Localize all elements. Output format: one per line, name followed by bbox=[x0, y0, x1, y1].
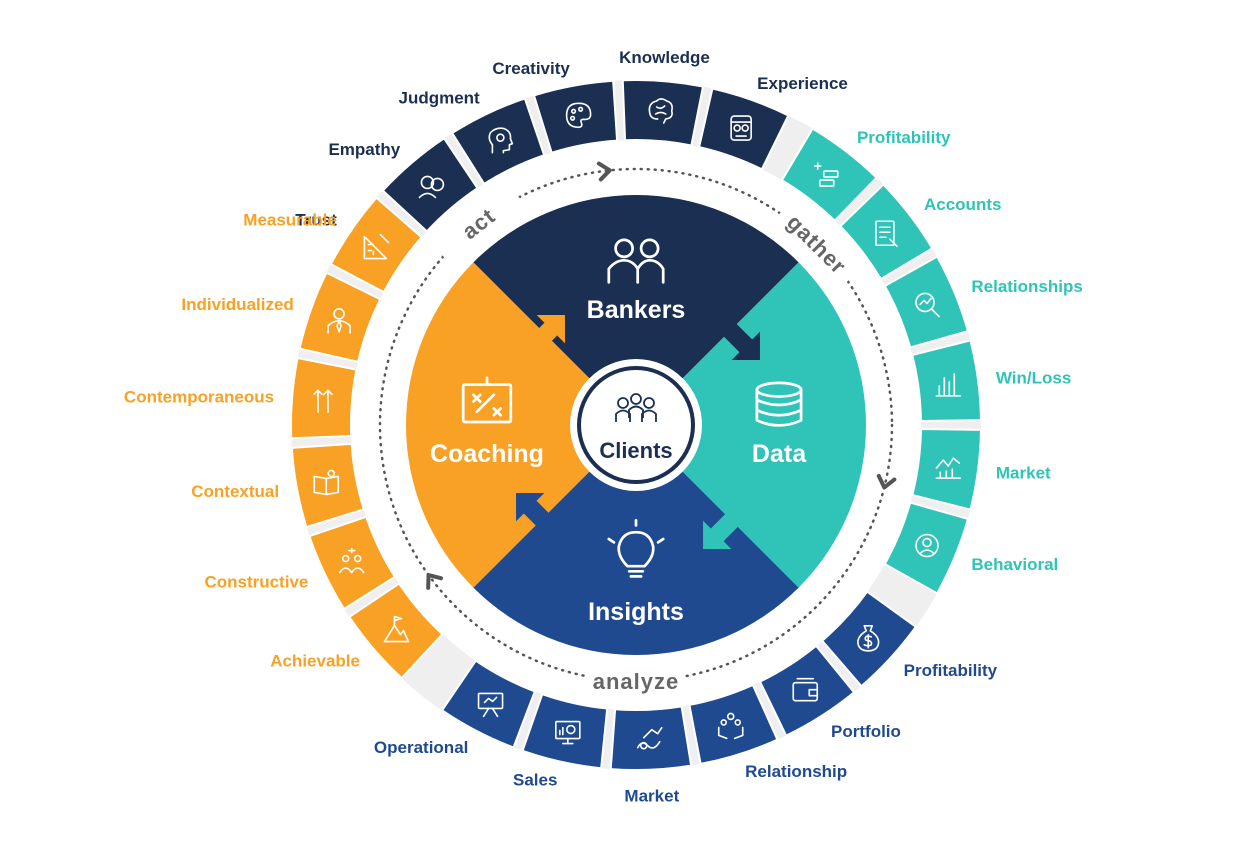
clients-group-icon bbox=[615, 393, 657, 422]
bar-chart-icon bbox=[935, 373, 962, 397]
arrow-bankers-to-data-icon bbox=[721, 321, 760, 360]
presentation-board-icon bbox=[477, 692, 504, 718]
dotted-cycle-path bbox=[378, 167, 894, 683]
ring-label-coaching: Measurable bbox=[243, 210, 337, 229]
ring-segment-coaching bbox=[298, 271, 382, 364]
quadrant-label-coaching: Coaching bbox=[430, 440, 544, 468]
ring-label-data: Behavioral bbox=[971, 555, 1058, 574]
quadrant-insights bbox=[406, 425, 866, 655]
quadrant-label-bankers: Bankers bbox=[587, 296, 686, 324]
mountain-flag-icon bbox=[383, 615, 410, 643]
ring-segment-coaching bbox=[329, 196, 423, 294]
arrow-insights-to-coaching-icon bbox=[516, 493, 555, 532]
arrow-data-to-insights-icon bbox=[703, 510, 742, 549]
person-tie-icon bbox=[327, 308, 351, 334]
ring-segment-bankers bbox=[381, 136, 479, 233]
ring-label-bankers: Knowledge bbox=[619, 48, 710, 67]
strategy-board-icon bbox=[461, 376, 513, 424]
quadrant-label-insights: Insights bbox=[588, 598, 684, 626]
ring-segment-insights bbox=[609, 705, 693, 771]
people-idea-icon bbox=[338, 547, 365, 574]
cycle-label-bottom: analyze bbox=[593, 669, 680, 694]
trend-chart-icon bbox=[935, 457, 962, 479]
ring-label-insights: Operational bbox=[374, 738, 468, 757]
quadrant-coaching bbox=[406, 195, 636, 655]
chevron-right-icon bbox=[596, 161, 612, 182]
ring-segment-coaching bbox=[347, 582, 444, 680]
up-arrows-icon bbox=[313, 389, 333, 414]
ring-label-data: Market bbox=[996, 463, 1051, 482]
ring-segment-data bbox=[780, 127, 878, 223]
quadrant-data bbox=[636, 195, 866, 655]
ring-label-coaching: Contextual bbox=[191, 482, 279, 501]
ring-segment-coaching bbox=[290, 442, 365, 529]
ring-segment-bankers bbox=[697, 87, 790, 171]
ring-label-coaching: Individualized bbox=[181, 295, 293, 314]
ring-segment-coaching bbox=[289, 356, 358, 440]
ring-label-bankers: Judgment bbox=[398, 88, 480, 107]
sparkle-blocks-icon bbox=[813, 162, 839, 187]
ring-label-insights: Sales bbox=[513, 770, 557, 789]
ring-label-coaching: Contemporaneous bbox=[124, 388, 274, 407]
ring-label-data: Profitability bbox=[857, 128, 951, 147]
ring-segment-data bbox=[883, 501, 970, 595]
faces-icon bbox=[418, 175, 445, 199]
chevron-down-icon bbox=[876, 473, 897, 490]
database-icon bbox=[755, 381, 803, 427]
ring-label-bankers: Trust bbox=[295, 210, 337, 229]
brain-icon bbox=[648, 98, 673, 124]
head-gears-icon bbox=[488, 127, 514, 154]
bankers-icon bbox=[607, 238, 665, 284]
ring-segment-insights bbox=[521, 692, 609, 770]
ring-segment-insights bbox=[440, 659, 537, 749]
quadrant-bankers bbox=[406, 195, 866, 425]
ring-label-insights: Portfolio bbox=[831, 722, 901, 741]
outer-labels: Trust Empathy Judgment Creativity KnowledgeE… bbox=[124, 48, 1083, 806]
ring-label-insights: Profitability bbox=[904, 661, 998, 680]
center-disc bbox=[581, 370, 691, 480]
magnifier-chart-icon bbox=[915, 292, 940, 318]
ring-label-insights: Relationship bbox=[745, 762, 847, 781]
chevron-left-icon bbox=[426, 573, 443, 590]
person-glasses-icon bbox=[730, 115, 752, 141]
monitor-analytics-icon bbox=[555, 720, 581, 745]
ruler-triangle-icon bbox=[363, 233, 390, 260]
center-hub: Clients bbox=[570, 359, 702, 491]
quadrant-label-data: Data bbox=[752, 440, 807, 468]
ring-segment-bankers bbox=[532, 79, 619, 154]
account-sheet-icon bbox=[875, 220, 898, 248]
ring-label-bankers: Experience bbox=[757, 74, 848, 93]
ring-label-insights: Market bbox=[624, 787, 679, 806]
ring-segment-insights bbox=[758, 644, 856, 737]
ring-label-data: Accounts bbox=[924, 195, 1001, 214]
center-label: Clients bbox=[599, 438, 672, 463]
palette-icon bbox=[565, 102, 592, 129]
money-growth-icon bbox=[636, 726, 663, 750]
lightbulb-icon bbox=[607, 518, 665, 578]
ring-label-data: Win/Loss bbox=[996, 369, 1071, 388]
outer-ring bbox=[289, 79, 982, 771]
ring-segment-data bbox=[911, 339, 982, 423]
money-bag-icon bbox=[857, 625, 880, 652]
ring-label-bankers: Creativity bbox=[492, 59, 570, 78]
book-bulb-icon bbox=[313, 469, 340, 496]
ring-label-coaching: Constructive bbox=[204, 572, 308, 591]
hands-network-icon bbox=[717, 712, 744, 740]
ring-segment-data bbox=[911, 427, 982, 511]
ring-label-coaching: Achievable bbox=[270, 652, 360, 671]
ring-segment-coaching bbox=[308, 515, 397, 611]
user-target-icon bbox=[915, 533, 939, 558]
arrow-coaching-to-bankers-icon bbox=[526, 315, 565, 354]
wallet-icon bbox=[792, 677, 819, 702]
ring-label-data: Relationships bbox=[971, 277, 1082, 296]
ring-segment-insights bbox=[688, 683, 779, 766]
ring-label-bankers: Empathy bbox=[328, 140, 400, 159]
